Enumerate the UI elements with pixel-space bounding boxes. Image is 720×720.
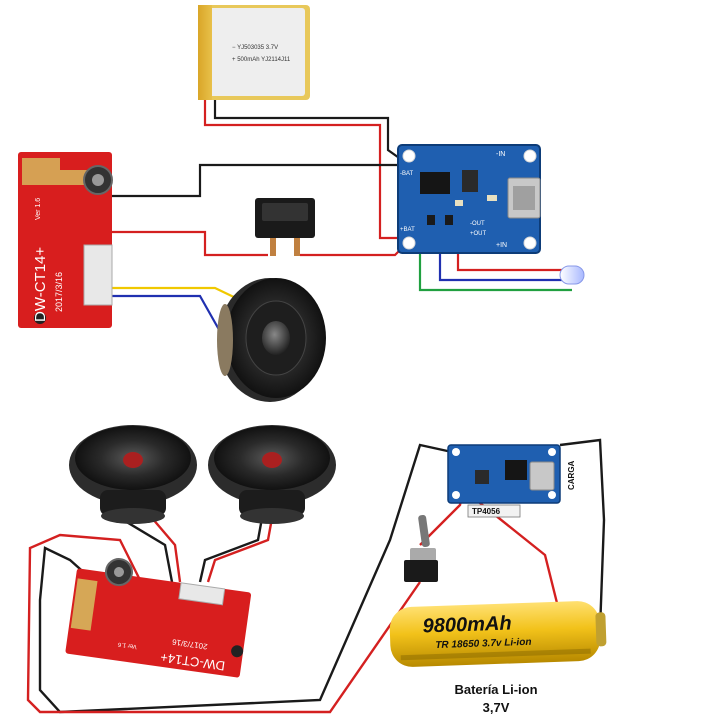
wire-red-battery <box>203 100 402 240</box>
speaker-bottom-left <box>69 425 197 524</box>
lipo-label-line2: + 500mAh YJ2114J11 <box>232 57 291 63</box>
amp-bottom-version: Ver 1.6 <box>117 641 137 650</box>
label-in-plus: +IN <box>496 242 507 249</box>
amp-top-model: DW-CT14+ <box>32 247 49 322</box>
wire-red-spk2 <box>206 517 274 583</box>
label-out-minus: -OUT <box>470 221 485 227</box>
charger-module-top: -IN +IN -BAT +BAT -OUT +OUT <box>397 144 541 254</box>
wire-black-amp <box>112 163 402 198</box>
carga-label: CARGA <box>567 460 576 490</box>
tp4056-label: TP4056 <box>472 507 501 516</box>
bottom-wires <box>26 438 606 714</box>
wire-black-battery <box>213 100 403 161</box>
wire-black-outer <box>38 443 453 714</box>
wire-red-spk1 <box>151 517 182 583</box>
wire-red-switch <box>300 247 403 257</box>
wire-blue-speaker <box>108 294 223 336</box>
led <box>559 265 585 285</box>
wire-red-outer <box>26 533 421 714</box>
amp-top-date: 2017/3/16 <box>54 272 64 312</box>
label-bat-minus: -BAT <box>400 171 414 177</box>
wire-red-amp <box>112 230 268 257</box>
battery-spec: TR 18650 3.7v Li-ion <box>435 637 531 651</box>
battery-18650: 9800mAh TR 18650 3.7v Li-ion <box>389 601 607 667</box>
top-wires <box>108 100 575 336</box>
amp-board-bottom: DW-CT14+ 2017/3/16 Ver 1.6 <box>65 558 252 678</box>
speaker-bottom-right <box>208 425 336 524</box>
caption-line2: 3,7V <box>483 700 510 715</box>
wire-black-spk1 <box>119 516 174 583</box>
speaker-top <box>217 278 326 402</box>
label-in-minus: -IN <box>496 151 505 158</box>
label-bat-plus: +BAT <box>400 227 415 233</box>
amp-board-top: DW-CT14+ 2017/3/16 Ver 1.6 <box>18 152 113 328</box>
amp-top-version: Ver 1.6 <box>35 198 42 220</box>
label-out-plus: +OUT <box>470 231 487 237</box>
wire-yellow-speaker <box>108 286 241 301</box>
toggle-switch <box>404 514 438 582</box>
lipo-label-line1: − YJ503035 3.7V <box>232 45 278 51</box>
wire-black-spk2 <box>198 517 264 583</box>
charger-module-bottom: TP4056 CARGA <box>447 444 576 518</box>
caption-line1: Batería Li-ion <box>454 682 537 697</box>
rocker-switch <box>255 198 315 256</box>
battery-capacity: 9800mAh <box>422 612 512 637</box>
lipo-battery: − YJ503035 3.7V + 500mAh YJ2114J11 <box>198 5 310 100</box>
